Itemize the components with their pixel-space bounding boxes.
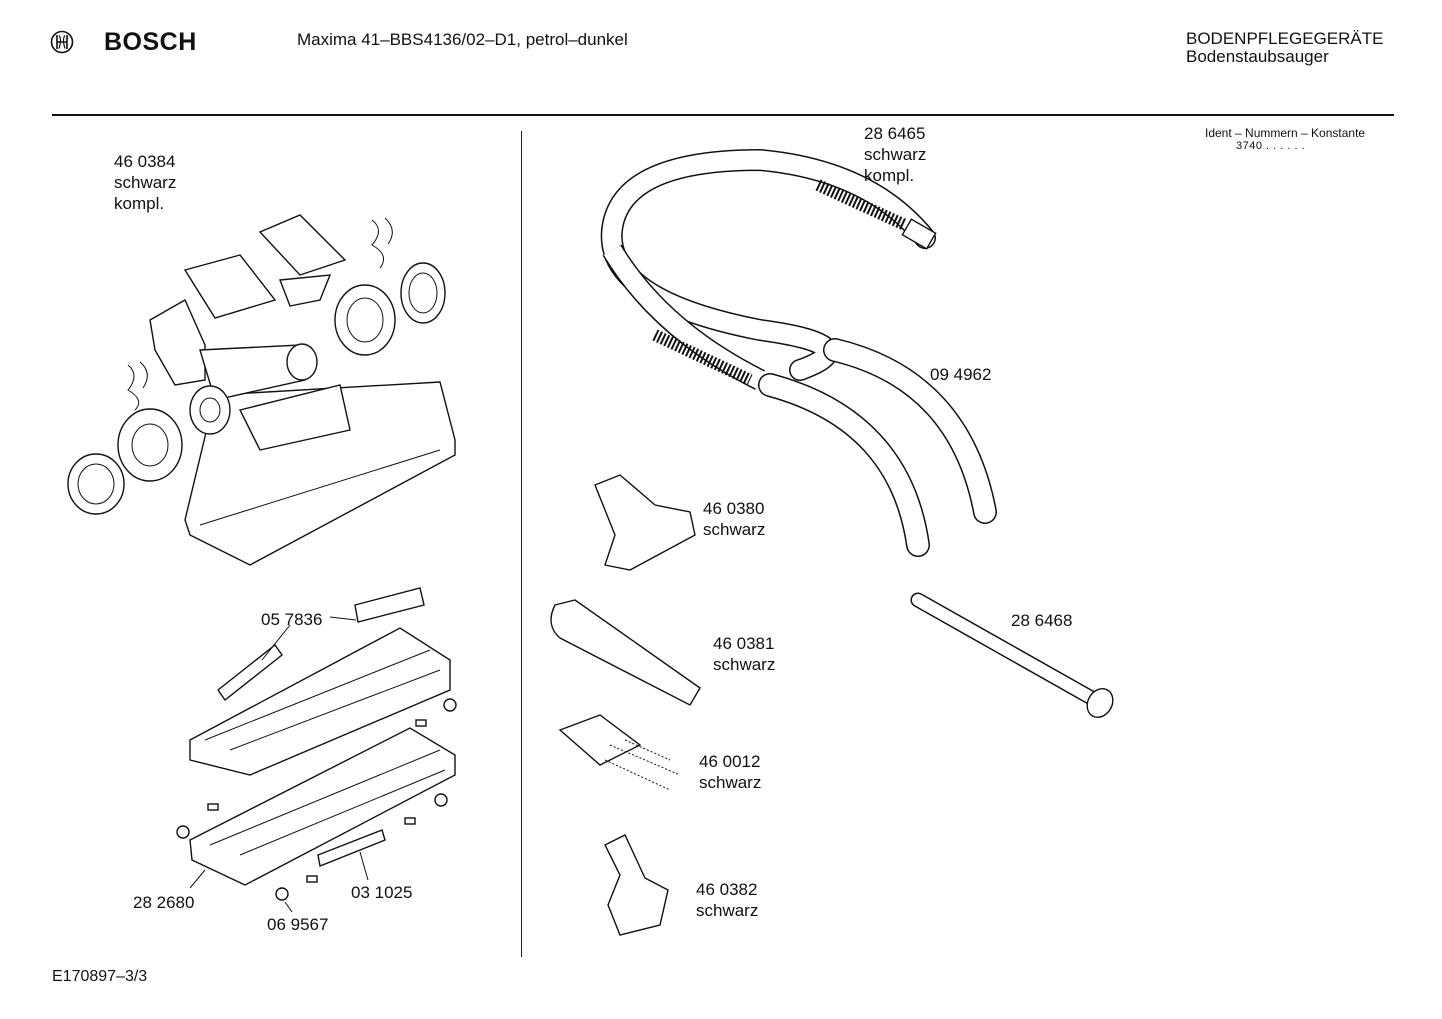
category-title: BODENPFLEGEGERÄTE bbox=[1186, 29, 1384, 48]
category-subtitle: Bodenstaubsauger bbox=[1186, 47, 1329, 66]
extension-tube-drawing bbox=[910, 592, 1114, 719]
suction-hose-drawing bbox=[600, 148, 997, 557]
document-code: E170897–3/3 bbox=[52, 968, 148, 985]
part-label-286465: 28 6465 schwarz kompl. bbox=[864, 123, 926, 186]
part-label-460380: 46 0380 schwarz bbox=[703, 498, 765, 540]
ident-value: 3740 . . . . . . bbox=[1236, 140, 1306, 152]
part-label-460384: 46 0384 schwarz kompl. bbox=[114, 151, 176, 214]
brand-logo-text: BOSCH bbox=[104, 28, 197, 56]
part-number: 28 6465 bbox=[864, 124, 926, 143]
part-color: schwarz bbox=[696, 901, 759, 920]
category-block: BODENPFLEGEGERÄTE Bodenstaubsauger bbox=[1186, 30, 1383, 66]
part-color: schwarz bbox=[713, 655, 776, 674]
header-divider bbox=[52, 114, 1394, 116]
column-divider bbox=[521, 131, 522, 957]
dusting-brush-drawing bbox=[558, 714, 681, 791]
part-label-282680: 28 2680 bbox=[133, 893, 195, 912]
part-label-057836: 05 7836 bbox=[261, 610, 323, 629]
part-number: 46 0380 bbox=[703, 499, 765, 518]
part-note: kompl. bbox=[114, 194, 165, 213]
part-label-460382: 46 0382 schwarz bbox=[696, 879, 758, 921]
part-label-286468: 28 6468 bbox=[1011, 611, 1073, 630]
part-label-069567: 06 9567 bbox=[267, 915, 329, 934]
part-label-460012: 46 0012 schwarz bbox=[699, 751, 761, 793]
part-color: schwarz bbox=[114, 173, 177, 192]
part-color: schwarz bbox=[864, 145, 927, 164]
part-number: 46 0384 bbox=[114, 152, 176, 171]
part-label-460381: 46 0381 schwarz bbox=[713, 633, 775, 675]
part-label-031025: 03 1025 bbox=[351, 883, 413, 902]
furniture-brush-drawing bbox=[604, 834, 669, 936]
sole-plate-assembly-drawing bbox=[176, 587, 457, 913]
ident-label: Ident – Nummern – Konstante bbox=[1205, 126, 1366, 140]
part-note: kompl. bbox=[864, 166, 915, 185]
part-label-094962: 09 4962 bbox=[930, 365, 992, 384]
part-color: schwarz bbox=[699, 773, 762, 792]
part-number: 46 0382 bbox=[696, 880, 758, 899]
part-number: 46 0012 bbox=[699, 752, 761, 771]
crevice-nozzle-drawing bbox=[550, 599, 701, 706]
floor-nozzle-drawing bbox=[67, 214, 456, 566]
model-title: Maxima 41–BBS4136/02–D1, petrol–dunkel bbox=[297, 30, 628, 49]
bosch-armature-icon bbox=[50, 30, 74, 54]
part-number: 46 0381 bbox=[713, 634, 775, 653]
upholstery-nozzle-drawing bbox=[594, 474, 696, 571]
part-color: schwarz bbox=[703, 520, 766, 539]
